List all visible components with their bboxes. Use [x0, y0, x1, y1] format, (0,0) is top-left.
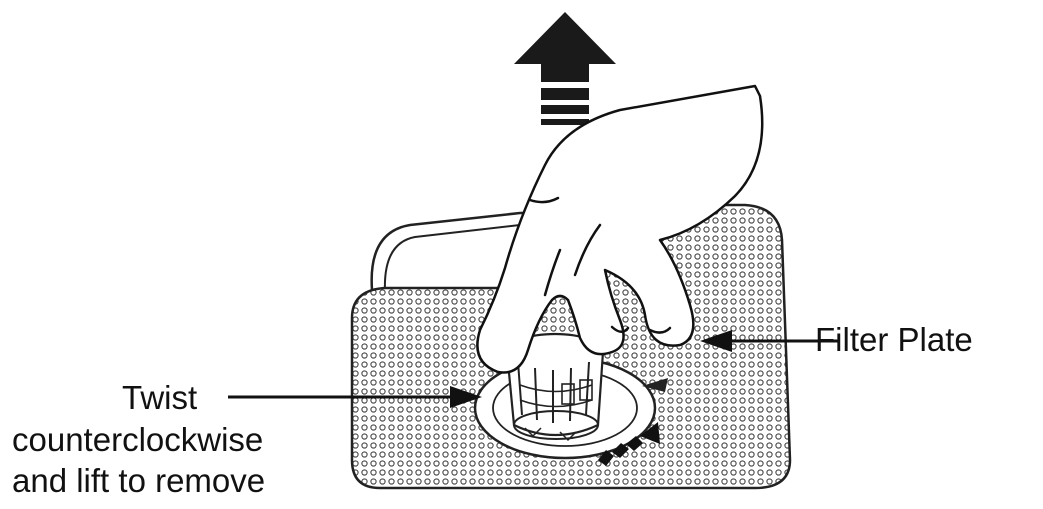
up-arrow-icon: [514, 12, 616, 125]
twist-label-line-1: Twist: [122, 378, 197, 418]
twist-label-line-2: counterclockwise: [12, 420, 263, 460]
twist-label-line-3: and lift to remove: [12, 461, 265, 501]
filter-plate-label: Filter Plate: [815, 320, 973, 360]
